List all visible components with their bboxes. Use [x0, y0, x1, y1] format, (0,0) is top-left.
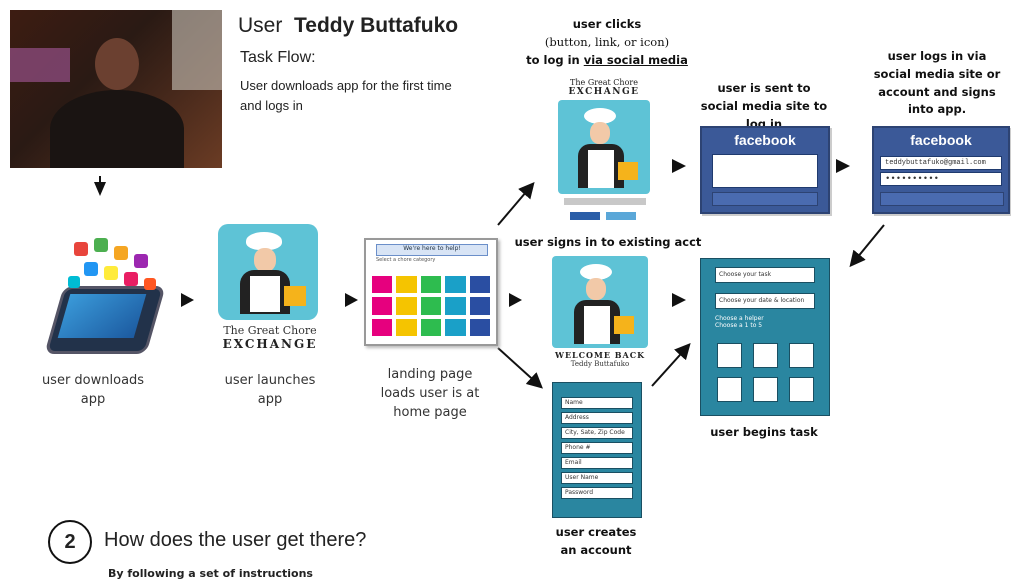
step-existing-caption: user signs in to existing acct [514, 235, 702, 249]
step-begins-caption: user begins task [710, 425, 818, 439]
user-prefix: User [238, 14, 283, 37]
brand-name-bottom: EXCHANGE [222, 337, 318, 351]
step-social-click-line3: to log in [526, 52, 580, 67]
helper-thumb-2[interactable] [753, 343, 778, 368]
step-logs-in-caption: user logs in via social media site or ac… [873, 49, 1001, 117]
signup-field[interactable]: Email [561, 457, 633, 469]
facebook-password-field[interactable]: •••••••••• [880, 172, 1002, 186]
welcome-name: Teddy Buttafuko [570, 360, 630, 368]
signup-field[interactable]: Name [561, 397, 633, 409]
facebook-login-card: facebook [700, 126, 830, 214]
app-launch-icon [218, 224, 318, 320]
landing-page-mock: We're here to help! Select a chore categ… [364, 238, 498, 346]
task-helper-label: Choose a helper [715, 315, 764, 322]
brand-name-top: The Great Chore [223, 324, 317, 337]
facebook-submit-button[interactable] [880, 192, 1004, 206]
signup-field[interactable]: Phone # [561, 442, 633, 454]
helper-thumb-6[interactable] [789, 377, 814, 402]
brand-bottom-small: EXCHANGE [568, 87, 640, 97]
task-flow-description: User downloads app for the first time an… [240, 78, 452, 114]
facebook-login-button[interactable] [712, 192, 818, 206]
step-social-click-line2: (button, link, or icon) [544, 34, 670, 49]
question-text: How does the user get there? [104, 529, 367, 551]
social-login-bar[interactable] [564, 198, 646, 205]
user-name: Teddy Buttafuko [294, 14, 459, 37]
question-number: 2 [64, 531, 76, 553]
welcome-back-label: WELCOME BACK [554, 350, 646, 360]
task-flow-label: Task Flow: [240, 49, 316, 66]
phone-apps-icon [44, 236, 166, 358]
task-date-field[interactable]: Choose your date & location [715, 293, 815, 309]
signup-field[interactable]: City, Sate, Zip Code [561, 427, 633, 439]
step-landing-caption: landing page loads user is at home page [380, 367, 480, 420]
landing-title: We're here to help! [376, 244, 488, 256]
step-launch-caption: user launches app [224, 373, 316, 407]
facebook-label: facebook [734, 132, 796, 148]
helper-thumb-3[interactable] [789, 343, 814, 368]
facebook-label-2: facebook [910, 132, 972, 148]
helper-thumb-5[interactable] [753, 377, 778, 402]
question-answer: By following a set of instructions [108, 567, 313, 580]
signup-field[interactable]: Address [561, 412, 633, 424]
step-download-caption: user downloads app [41, 373, 145, 407]
task-screen-card: Choose your task Choose your date & loca… [700, 258, 830, 416]
helper-thumb-1[interactable] [717, 343, 742, 368]
user-photo [10, 10, 222, 168]
app-welcome-icon [552, 256, 648, 348]
step-social-click-line1: user clicks [572, 17, 642, 31]
facebook-email-field[interactable]: teddybuttafuko@gmail.com [880, 156, 1002, 170]
app-social-screen-icon [558, 100, 650, 194]
helper-thumb-4[interactable] [717, 377, 742, 402]
task-helper-label-2: Choose a 1 to 5 [715, 322, 763, 329]
step-sent-social-caption: user is sent to social media site to log… [700, 81, 828, 131]
step-social-click-line4: via social media [583, 52, 688, 67]
social-button-twitter[interactable] [606, 212, 636, 220]
step-creates-caption: user creates an account [555, 525, 637, 557]
facebook-filled-card: facebook teddybuttafuko@gmail.com ••••••… [872, 126, 1010, 214]
question-number-badge: 2 [48, 520, 92, 564]
brand-top-small: The Great Chore [570, 78, 638, 87]
social-button-facebook[interactable] [570, 212, 600, 220]
landing-subtitle: Select a chore category [376, 257, 436, 263]
task-choose-field[interactable]: Choose your task [715, 267, 815, 283]
facebook-login-form[interactable] [712, 154, 818, 188]
signup-field[interactable]: User Name [561, 472, 633, 484]
signup-field[interactable]: Password [561, 487, 633, 499]
